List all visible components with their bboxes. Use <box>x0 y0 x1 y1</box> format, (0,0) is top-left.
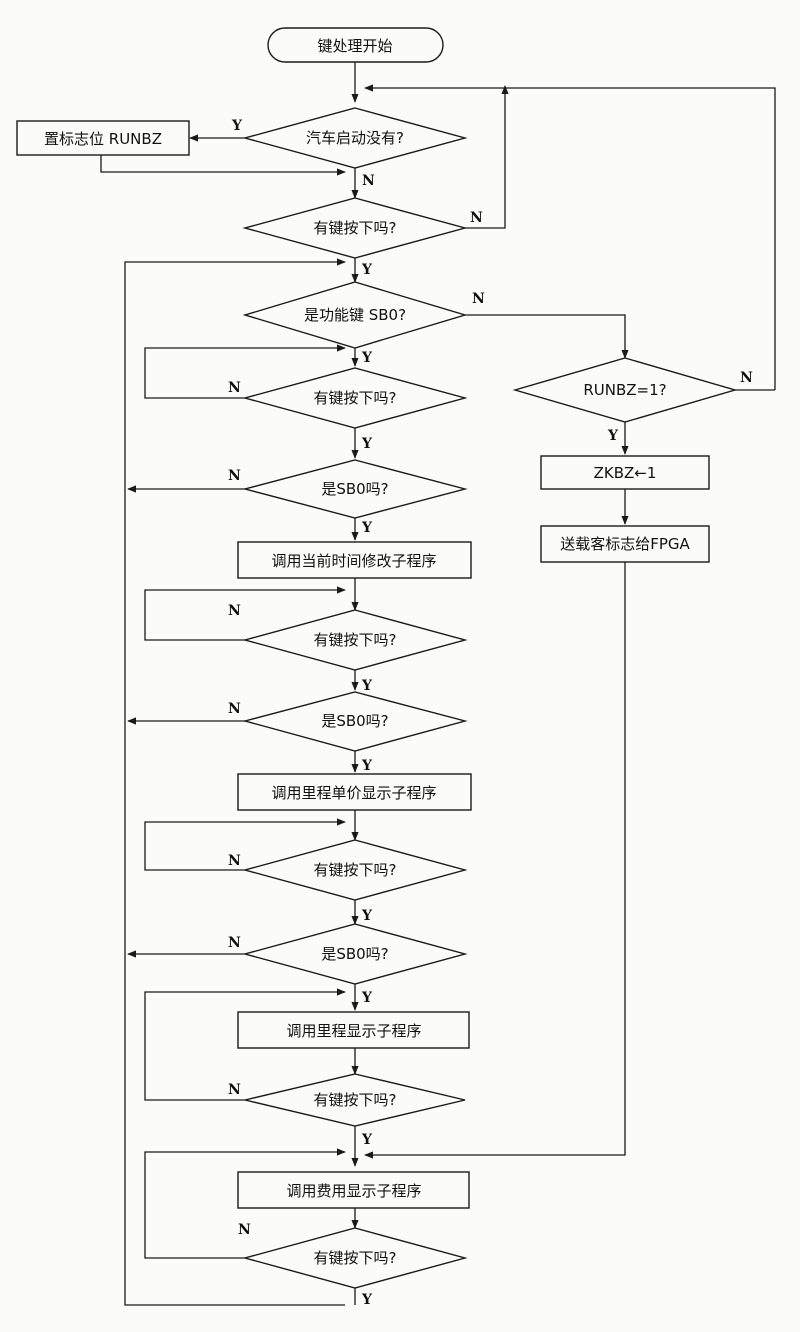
connector-key1-no <box>465 85 509 229</box>
process-time-modify-label: 调用当前时间修改子程序 <box>271 552 436 570</box>
connector-key6-loop <box>144 1148 346 1259</box>
label-key1-yes: Y <box>361 262 373 278</box>
decision-sb0 <box>242 281 468 349</box>
process-zkbz-label: ZKBZ←1 <box>594 464 657 482</box>
process-mileage-display <box>237 1011 470 1049</box>
label-key2-yes: Y <box>361 436 373 452</box>
label-issb0-2-yes: Y <box>361 758 373 774</box>
decision-is-sb0-1-label: 是SB0吗? <box>321 480 388 498</box>
decision-is-sb0-3 <box>242 923 468 985</box>
label-sb0-no: N <box>472 291 485 307</box>
label-key4-yes: Y <box>361 908 373 924</box>
label-issb0-1-yes: Y <box>361 520 373 536</box>
decision-car-started <box>242 107 468 169</box>
decision-key6-label: 有键按下吗? <box>314 1249 397 1267</box>
decision-key4-label: 有键按下吗? <box>314 861 397 879</box>
decision-key1 <box>242 197 468 259</box>
decision-runbz-label: RUNBZ=1? <box>583 381 666 399</box>
label-key6-no: N <box>238 1222 251 1238</box>
process-time-modify <box>237 541 472 579</box>
decision-is-sb0-2 <box>242 691 468 752</box>
process-set-runbz <box>16 120 190 156</box>
label-sb0-yes: Y <box>361 350 373 366</box>
label-issb0-1-no: N <box>228 468 241 484</box>
label-key2-no: N <box>228 380 241 396</box>
label-key4-no: N <box>228 853 241 869</box>
process-zkbz <box>540 455 710 490</box>
label-started-no: N <box>362 173 375 189</box>
decision-key5 <box>244 1073 466 1127</box>
decision-car-started-label: 汽车启动没有? <box>306 129 404 147</box>
start-label: 键处理开始 <box>317 37 392 55</box>
connector-key2-loop <box>144 344 346 399</box>
start-terminator <box>267 27 444 63</box>
decision-key6 <box>242 1227 468 1289</box>
label-key5-no: N <box>228 1082 241 1098</box>
label-key6-yes: Y <box>361 1292 373 1308</box>
label-runbz-yes: Y <box>607 428 619 444</box>
process-set-runbz-label: 置标志位 RUNBZ <box>44 130 162 148</box>
label-key3-yes: Y <box>361 678 373 694</box>
decision-key3-label: 有键按下吗? <box>314 631 397 649</box>
decision-key3 <box>242 609 468 671</box>
label-runbz-no: N <box>740 370 753 386</box>
decision-sb0-label: 是功能键 SB0? <box>304 306 406 324</box>
decision-is-sb0-2-label: 是SB0吗? <box>321 712 388 730</box>
decision-key1-label: 有键按下吗? <box>314 219 397 237</box>
connector-sb0-no <box>465 314 629 359</box>
process-send-flag <box>540 525 710 563</box>
label-key3-no: N <box>228 603 241 619</box>
connector-send-to-fee <box>364 562 626 1159</box>
process-mileage-display-label: 调用里程显示子程序 <box>286 1022 421 1040</box>
connector-key3-loop <box>144 586 346 641</box>
label-started-yes: Y <box>231 118 243 134</box>
label-key5-yes: Y <box>361 1132 373 1148</box>
label-issb0-3-yes: Y <box>361 990 373 1006</box>
decision-is-sb0-3-label: 是SB0吗? <box>321 945 388 963</box>
branch-labels: Y N N Y N Y N Y N Y N Y N Y N Y N Y N Y … <box>228 118 753 1308</box>
label-issb0-3-no: N <box>228 935 241 951</box>
decision-runbz <box>512 357 738 423</box>
label-key1-no: N <box>470 210 483 226</box>
decision-key2-label: 有键按下吗? <box>314 389 397 407</box>
connectors <box>100 62 776 1306</box>
decision-key5-label: 有键按下吗? <box>314 1091 397 1109</box>
process-fee-display-label: 调用费用显示子程序 <box>286 1182 421 1200</box>
decision-is-sb0-1 <box>242 459 468 519</box>
process-mileage-price-label: 调用里程单价显示子程序 <box>271 784 436 802</box>
label-issb0-2-no: N <box>228 701 241 717</box>
process-send-flag-label: 送载客标志给FPGA <box>560 535 690 553</box>
connector-main-loop <box>124 258 346 1306</box>
connector-key5-loop <box>144 988 346 1101</box>
connector-runbz-return <box>100 155 346 176</box>
process-fee-display <box>237 1171 470 1209</box>
connector-top-loop <box>364 84 776 390</box>
decision-key4 <box>242 839 468 901</box>
decision-key2 <box>242 367 468 429</box>
connector-key4-loop <box>144 818 346 871</box>
process-mileage-price <box>237 773 472 811</box>
